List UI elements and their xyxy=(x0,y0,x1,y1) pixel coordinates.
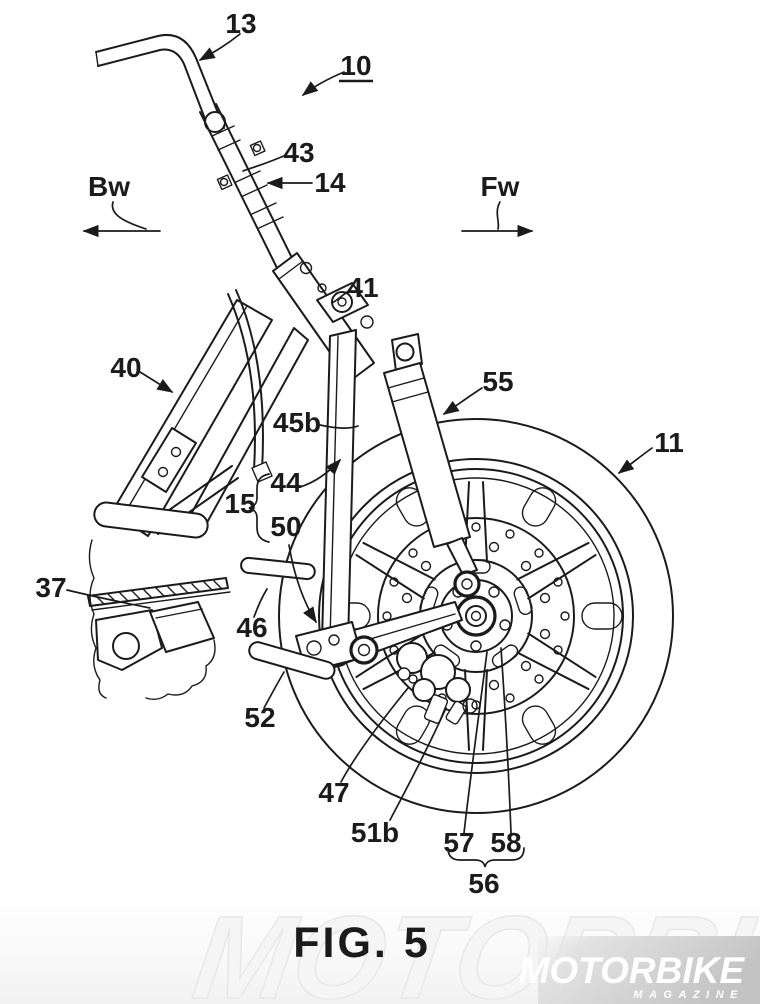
ref-label-44: 44 xyxy=(270,467,302,498)
logo-subtitle: MAGAZINE xyxy=(633,989,744,1001)
magazine-logo-banner: MOTORBIKE MAGAZINE xyxy=(519,936,760,1004)
ref-label-50: 50 xyxy=(270,511,301,542)
ref-label-52: 52 xyxy=(244,702,275,733)
ref-label-10: 10 xyxy=(340,50,371,81)
ref-label-43: 43 xyxy=(283,137,314,168)
leader-40 xyxy=(140,372,172,392)
direction-label-bw: Bw xyxy=(88,171,130,202)
link-pivot xyxy=(351,637,377,663)
ref-label-14: 14 xyxy=(314,167,346,198)
ref-label-13: 13 xyxy=(225,8,256,39)
ref-label-11: 11 xyxy=(654,427,684,458)
ref-label-45b: 45b xyxy=(273,407,321,438)
ref-label-46: 46 xyxy=(236,612,267,643)
leader-11 xyxy=(619,448,652,473)
axle xyxy=(457,597,495,635)
clamp-bolt-right xyxy=(250,141,265,156)
ref-label-41: 41 xyxy=(347,272,378,303)
fw-arrow xyxy=(462,202,532,231)
ref-label-47: 47 xyxy=(318,777,349,808)
ref-label-58: 58 xyxy=(490,827,521,858)
ref-label-57: 57 xyxy=(443,827,474,858)
ref-label-15: 15 xyxy=(224,488,255,519)
head-tube-bolt-lower xyxy=(361,316,373,328)
clamp-bolt-left xyxy=(217,175,232,190)
ref-label-55: 55 xyxy=(482,366,513,397)
handlebar xyxy=(96,35,225,132)
leader-43 xyxy=(243,155,286,171)
foot-peg-upper xyxy=(240,557,315,580)
bw-arrow xyxy=(84,202,160,231)
leader-50 xyxy=(289,545,316,622)
shock-rod xyxy=(447,538,477,575)
shock-body xyxy=(384,363,470,547)
ref-label-37: 37 xyxy=(35,572,66,603)
ref-label-40: 40 xyxy=(110,352,141,383)
figure-caption: FIG. 5 xyxy=(293,919,430,967)
shock-lower-eye xyxy=(455,572,479,596)
leader-55 xyxy=(444,388,482,414)
direction-label-fw: Fw xyxy=(481,171,520,202)
ref-label-51b: 51b xyxy=(351,817,399,848)
logo-title: MOTORBIKE xyxy=(519,950,746,991)
leader-10 xyxy=(303,72,344,95)
leader-58 xyxy=(501,648,511,833)
leading-link-plate xyxy=(322,330,356,666)
ref-label-56: 56 xyxy=(468,868,499,899)
